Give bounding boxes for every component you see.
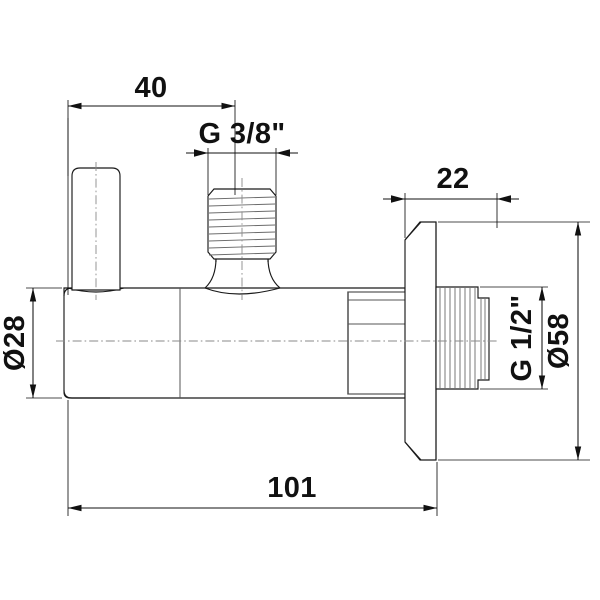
dimension-d58: Ø58 bbox=[438, 221, 590, 461]
dimension-g12: G 1/2" bbox=[480, 286, 548, 390]
dimension-d58-label: Ø58 bbox=[543, 313, 575, 369]
dimension-101-label: 101 bbox=[267, 472, 317, 504]
dimension-22: 22 bbox=[383, 163, 519, 238]
outlet-thread-boss bbox=[435, 286, 490, 390]
outlet-thread-outline bbox=[435, 286, 490, 390]
dimension-40: 40 bbox=[67, 72, 236, 195]
wall-flange-taper-bottom bbox=[404, 441, 422, 461]
outlet-shank-block bbox=[347, 291, 407, 395]
inlet-thread-boss bbox=[207, 178, 277, 300]
dimension-40-label: 40 bbox=[134, 72, 167, 104]
valve-body-bottom-left-radius bbox=[63, 389, 110, 399]
dimension-g12-label: G 1/2" bbox=[506, 294, 538, 381]
inlet-fillet-right bbox=[267, 257, 281, 289]
dimension-d28: Ø28 bbox=[0, 287, 62, 399]
dimension-g38: G 3/8" bbox=[186, 118, 298, 195]
lever-handle bbox=[67, 118, 121, 300]
inlet-root-arc bbox=[204, 287, 281, 295]
wall-flange-taper-top bbox=[404, 221, 422, 241]
dimension-22-label: 22 bbox=[436, 163, 469, 195]
dimension-d28-label: Ø28 bbox=[0, 315, 31, 371]
wall-flange-outline bbox=[404, 221, 437, 461]
dimension-g38-label: G 3/8" bbox=[198, 118, 285, 150]
outlet-shank bbox=[347, 291, 407, 395]
outlet-thread-hatch bbox=[439, 288, 486, 388]
inlet-fillet-left bbox=[204, 257, 217, 289]
dimension-101: 101 bbox=[67, 400, 438, 516]
